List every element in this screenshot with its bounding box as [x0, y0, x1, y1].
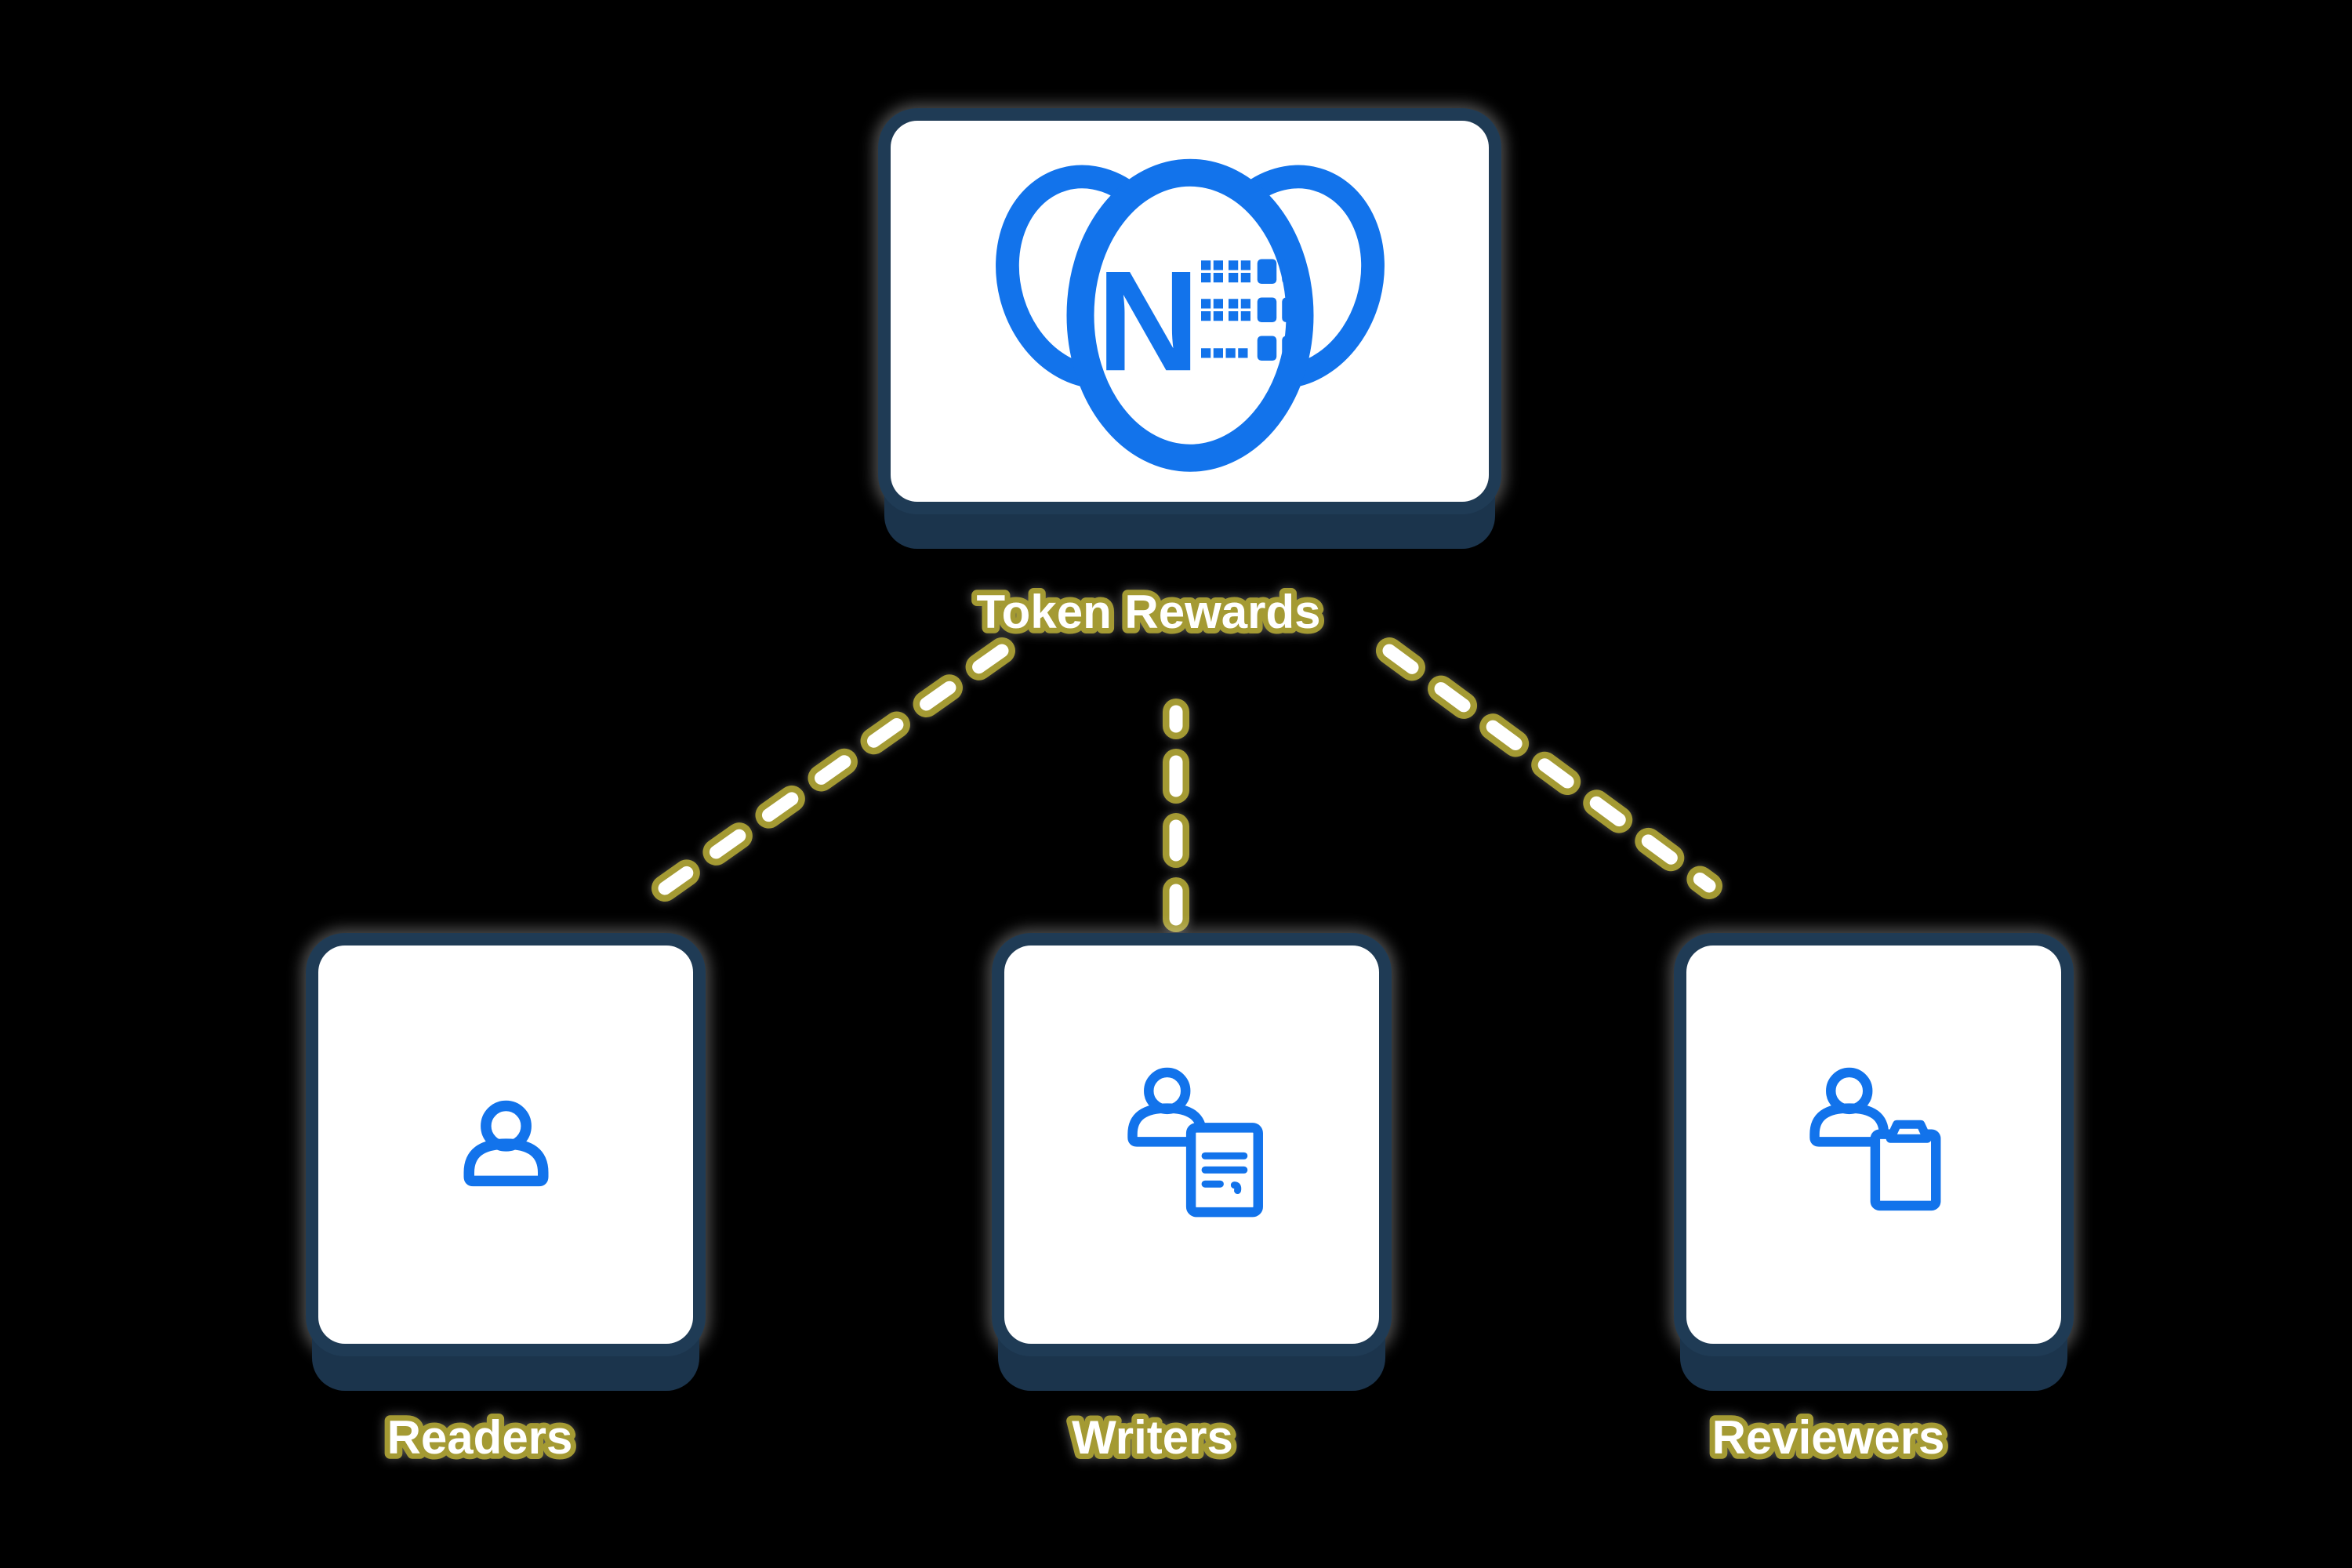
reviewers-text: Reviewers: [1712, 1411, 1945, 1464]
node-reviewers: [1674, 933, 2074, 1356]
token-rewards-text: Token Rewards: [976, 586, 1320, 638]
person-clipboard-icon: [1809, 1067, 1940, 1210]
label-readers: Readers: [382, 1406, 579, 1469]
label-writers: Writers: [1066, 1406, 1239, 1469]
person-document-icon: [1127, 1067, 1263, 1217]
logo-letter-n: N: [1097, 241, 1200, 401]
node-readers: [306, 933, 706, 1356]
node-token-rewards-card: N: [891, 121, 1489, 502]
node-reviewers-card: [1686, 946, 2061, 1344]
table-grid-glyph: [1200, 259, 1301, 361]
person-icon: [463, 1100, 548, 1186]
readers-text: Readers: [387, 1411, 573, 1464]
connector-root-reviewers: [1376, 637, 1722, 899]
connector-root-readers: [652, 637, 1015, 902]
node-writers: [992, 933, 1392, 1356]
writers-text: Writers: [1072, 1411, 1233, 1464]
node-token-rewards: N: [878, 108, 1501, 514]
n-table-three-rings-logo-icon: N: [995, 158, 1385, 472]
node-readers-card: [318, 946, 693, 1344]
label-reviewers: Reviewers: [1707, 1406, 1951, 1469]
node-writers-card: [1004, 946, 1379, 1344]
label-token-rewards: Token Rewards: [971, 580, 1326, 644]
